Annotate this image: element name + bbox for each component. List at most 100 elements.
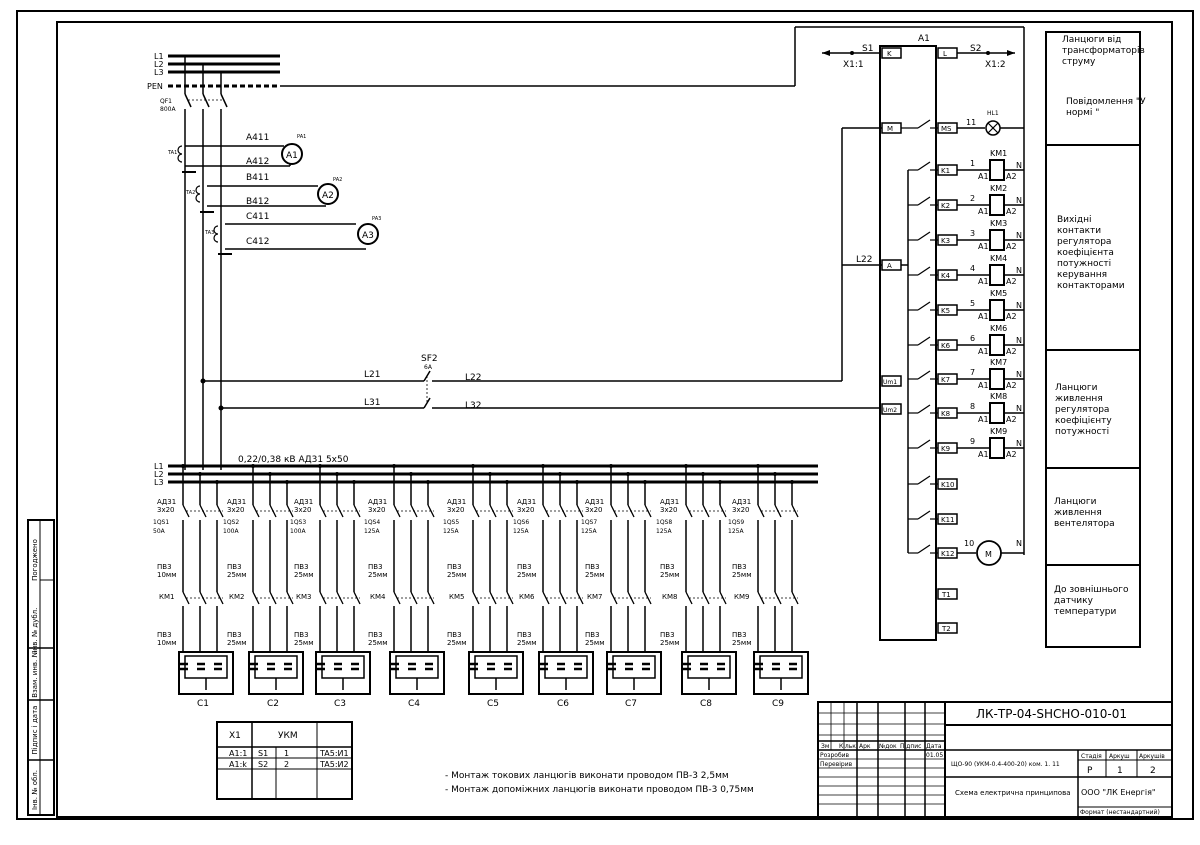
conn-r2-c2: S2 (258, 760, 268, 769)
feeder-8-pv2-size: 25мм (660, 639, 679, 647)
km-name-3: KM3 (990, 219, 1007, 228)
feeder-8-km: КМ8 (662, 593, 677, 601)
qf1-rating: 800A (160, 106, 176, 113)
km-coil-9 (989, 437, 1005, 459)
a1-x11: X1:1 (843, 60, 864, 70)
km-name-9: KM9 (990, 427, 1007, 436)
feeder-2-cable: АД31 (227, 498, 246, 506)
conn-r2-c4: TA5:И2 (319, 760, 349, 769)
meter-a1-pa: PA1 (297, 134, 306, 140)
feeder-1-qs: 1QS1 (153, 519, 169, 526)
feeder-7-pv: ПВ3 (585, 563, 600, 571)
title-product: ЩО-90 (УКМ-0.4-400-20) ком. 1. 11 (951, 761, 1060, 768)
feeder-3-qs-rating: 100A (290, 528, 306, 535)
feeder-2-qs-rating: 100A (223, 528, 239, 535)
feeder-3-km: КМ3 (296, 593, 311, 601)
feeder-9-qs: 1QS9 (728, 519, 744, 526)
km-num-1: 1 (970, 159, 975, 168)
feeder-2-pv-size: 25мм (227, 571, 246, 579)
fan-n: N (1016, 539, 1022, 548)
title-col-doc: №док (879, 743, 897, 750)
feeder-2-pv: ПВ3 (227, 563, 242, 571)
km-a1-1: A1 (978, 172, 989, 181)
title-stage: Р (1087, 766, 1093, 776)
feeder-7-qs-rating: 125A (581, 528, 597, 535)
km-n-7: N (1016, 370, 1022, 379)
ammeter-a1 (281, 143, 303, 165)
a1-t2: T2 (941, 625, 951, 633)
regulator-a1: A1 K L S1 S2 X1:1 X1:2 M MS HL1 11 A (822, 34, 1024, 641)
bus-l1-label: L1 (154, 52, 164, 61)
wire-c412: C412 (246, 237, 269, 247)
note-current-circuits: - Монтаж токових ланцюгів виконати прово… (445, 771, 729, 781)
feeder-2-pv2-size: 25мм (227, 639, 246, 647)
km-num-8: 8 (970, 402, 975, 411)
capacitor-feeders: АД313х201QS150AПВ310ммКМ1ПВ310ммC1АД313х… (153, 464, 809, 709)
km-num-7: 7 (970, 368, 975, 377)
km-name-1: KM1 (990, 149, 1007, 158)
inner-frame (56, 21, 1173, 818)
sf2-l31: L31 (364, 398, 380, 408)
km-coil-5 (989, 299, 1005, 321)
ta2-label: TA2 (185, 190, 195, 196)
km-name-5: KM5 (990, 289, 1007, 298)
sf2-rating: 6A (424, 364, 433, 371)
feeder-1-qs-rating: 50A (153, 528, 166, 535)
feeder-9-pv: ПВ3 (732, 563, 747, 571)
a1-contact-label-6: K6 (941, 342, 951, 350)
a1-contact-k12: K12 (908, 544, 958, 559)
feeder-6-qs-rating: 125A (513, 528, 529, 535)
km-coil-3 (989, 229, 1005, 251)
km-a1-8: A1 (978, 415, 989, 424)
feeder-7-cable-size: 3х20 (585, 506, 603, 514)
ta3-label: TA3 (204, 230, 214, 236)
a1-l-label: L (943, 50, 947, 58)
feeder-5-qs: 1QS5 (443, 519, 459, 526)
feeder-9-pv-size: 25мм (732, 571, 751, 579)
meter-a1-name: A1 (286, 151, 298, 161)
km-n-3: N (1016, 231, 1022, 240)
sf2-l32: L32 (465, 401, 481, 411)
km-a2-8: A2 (1006, 415, 1017, 424)
a1-contact-k11: K11 (908, 510, 958, 525)
feeder-3-cap-label: C3 (334, 699, 346, 709)
feeder-4-qs: 1QS4 (364, 519, 380, 526)
feeder-2-qs: 1QS2 (223, 519, 239, 526)
feeder-9-pv2: ПВ3 (732, 631, 747, 639)
title-stage-h: Стадія (1081, 753, 1102, 760)
bus-l3-label: L3 (154, 68, 164, 77)
km-n-2: N (1016, 196, 1022, 205)
km-a2-7: A2 (1006, 381, 1017, 390)
stamp-sign-date: Підпис і дата (31, 706, 39, 755)
feeder-8-qs-rating: 125A (656, 528, 672, 535)
feeder-cable-label: 0,22/0,38 кВ АД31 5х50 (238, 455, 349, 465)
capacitor-c8 (681, 651, 737, 695)
a1-a-label: A (887, 262, 892, 270)
feeder-2-cap-label: C2 (267, 699, 279, 709)
lower-bus-l3: L3 (154, 478, 164, 487)
feeder-3-cable-size: 3х20 (294, 506, 312, 514)
conn-r1-c3: 1 (284, 749, 289, 758)
feeder-7-qs: 1QS7 (581, 519, 597, 526)
title-company: ООО "ЛК Енергія" (1081, 788, 1156, 797)
feeder-3-pv-size: 25мм (294, 571, 313, 579)
km-name-6: KM6 (990, 324, 1007, 333)
km-a1-3: A1 (978, 242, 989, 251)
title-sheets-h: Аркушів (1139, 753, 1165, 760)
km-num-9: 9 (970, 437, 975, 446)
km-n-4: N (1016, 266, 1022, 275)
meter-a2-name: A2 (322, 191, 334, 201)
title-date: 01.05 (926, 752, 943, 759)
